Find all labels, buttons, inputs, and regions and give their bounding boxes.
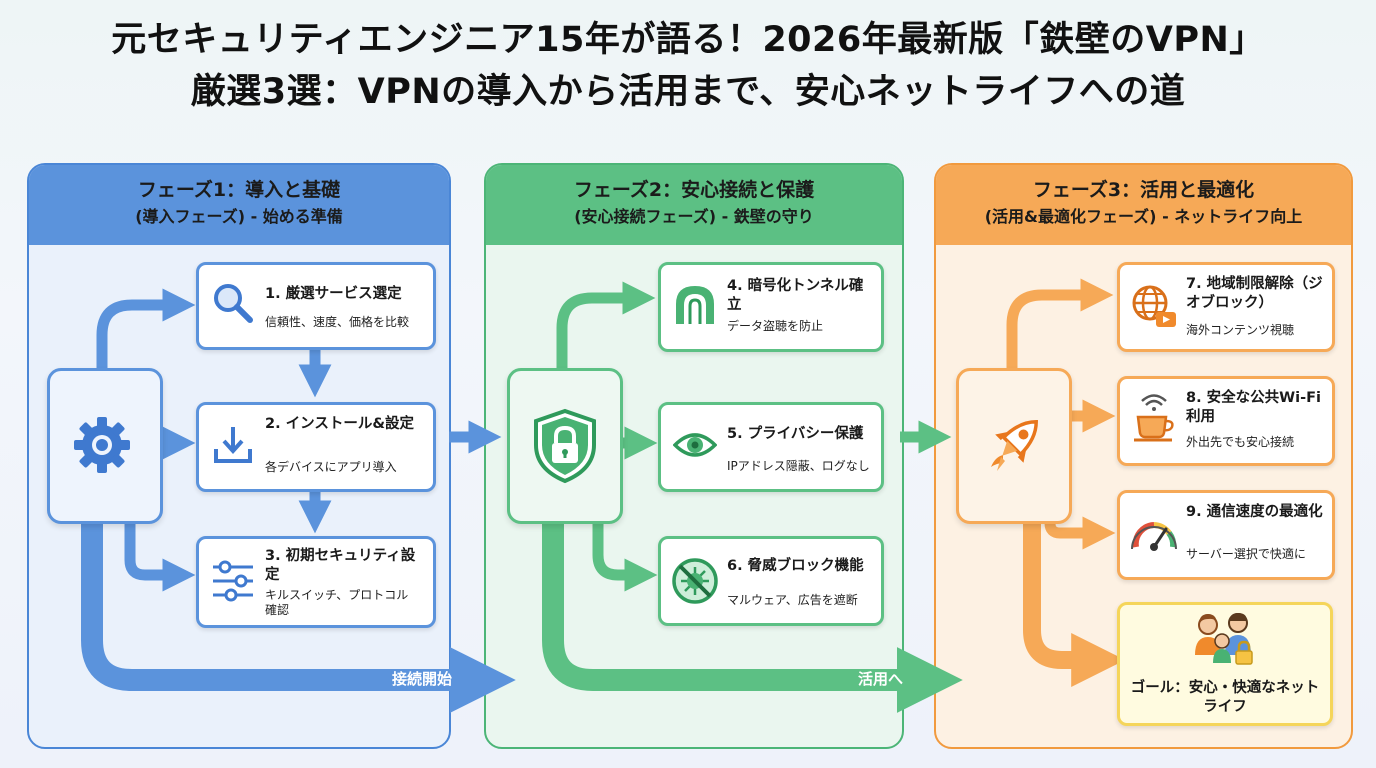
step-6-title: 6. 脅威ブロック機能 bbox=[727, 558, 864, 574]
arrow-hub1-step1 bbox=[96, 288, 196, 370]
step-6-desc: マルウェア、広告を遮断 bbox=[727, 593, 858, 607]
phase-1-header: フェーズ1：導入と基礎 (導入フェーズ) - 始める準備 bbox=[29, 165, 449, 245]
title-line-2: 厳選3選：VPNの導入から活用まで、安心ネットライフへの道 bbox=[190, 72, 1186, 112]
phase-1-subtitle: (導入フェーズ) - 始める準備 bbox=[135, 207, 343, 226]
step-8-desc: 外出先でも安心接続 bbox=[1186, 435, 1295, 449]
step-1-title: 1. 厳選サービス選定 bbox=[265, 286, 402, 302]
step-9-title: 9. 通信速度の最適化 bbox=[1186, 504, 1323, 520]
step-3-title: 3. 初期セキュリティ設定 bbox=[265, 548, 416, 583]
magnifier-icon bbox=[214, 284, 253, 323]
step-4-title: 4. 暗号化トンネル確立 bbox=[727, 278, 864, 313]
phase-2-header: フェーズ2：安心接続と保護 (安心接続フェーズ) - 鉄壁の守り bbox=[486, 165, 902, 245]
step-9-card: 9. 通信速度の最適化 サーバー選択で快適に bbox=[1117, 490, 1335, 580]
phase-2-hub bbox=[507, 368, 623, 524]
tunnel-icon bbox=[676, 286, 714, 324]
shield-lock-icon bbox=[534, 408, 596, 484]
phase-2-title: フェーズ2：安心接続と保護 bbox=[573, 179, 815, 201]
step-2-card: 2. インストール&設定 各デバイスにアプリ導入 bbox=[196, 402, 436, 492]
step-7-card: 7. 地域制限解除（ジオブロック） 海外コンテンツ視聴 bbox=[1117, 262, 1335, 352]
step-6-card: 6. 脅威ブロック機能 マルウェア、広告を遮断 bbox=[658, 536, 884, 626]
step-2-desc: 各デバイスにアプリ導入 bbox=[265, 460, 397, 474]
globe-video-icon bbox=[1132, 285, 1176, 327]
coffee-wifi-icon bbox=[1134, 394, 1174, 442]
step-5-desc: IPアドレス隠蔽、ログなし bbox=[727, 459, 870, 473]
flow-label-phase2: 活用へ bbox=[858, 670, 904, 688]
arrow-hub3-step7 bbox=[1006, 278, 1114, 370]
arrow-hub2-step6 bbox=[592, 518, 658, 592]
eye-icon bbox=[673, 433, 717, 457]
speedometer-icon bbox=[1131, 522, 1177, 551]
step-5-card: 5. プライバシー保護 IPアドレス隠蔽、ログなし bbox=[658, 402, 884, 492]
step-4-desc: データ盗聴を防止 bbox=[727, 319, 824, 333]
step-3-desc: キルスイッチ、プロトコル確認 bbox=[265, 588, 409, 617]
arrow-phase1-main bbox=[81, 520, 516, 713]
step-8-title: 8. 安全な公共Wi-Fi利用 bbox=[1186, 390, 1322, 425]
goal-text: ゴール：安心・快適なネットライフ bbox=[1130, 680, 1320, 715]
step-1-desc: 信頼性、速度、価格を比較 bbox=[265, 315, 410, 329]
step-9-desc: サーバー選択で快適に bbox=[1186, 547, 1306, 561]
step-4-card: 4. 暗号化トンネル確立 データ盗聴を防止 bbox=[658, 262, 884, 352]
flow-label-phase1: 接続開始 bbox=[392, 670, 453, 688]
virus-block-icon bbox=[672, 558, 718, 604]
title-line-1: 元セキュリティエンジニア15年が語る！2026年最新版「鉄壁のVPN」 bbox=[111, 20, 1265, 60]
step-5-title: 5. プライバシー保護 bbox=[727, 426, 864, 442]
phase-1-hub bbox=[47, 368, 163, 524]
phase-2-subtitle: (安心接続フェーズ) - 鉄壁の守り bbox=[574, 207, 814, 226]
rocket-icon bbox=[991, 420, 1038, 471]
step-7-desc: 海外コンテンツ視聴 bbox=[1186, 323, 1295, 337]
step-1-card: 1. 厳選サービス選定 信頼性、速度、価格を比較 bbox=[196, 262, 436, 350]
phase-3-header: フェーズ3：活用と最適化 (活用&最適化フェーズ) - ネットライフ向上 bbox=[936, 165, 1351, 245]
family-icon bbox=[1195, 613, 1253, 665]
phase-3-subtitle: (活用&最適化フェーズ) - ネットライフ向上 bbox=[984, 207, 1303, 226]
phase-3-hub bbox=[956, 368, 1072, 524]
phase-3-title: フェーズ3：活用と最適化 bbox=[1032, 179, 1255, 201]
arrow-hub3-goal bbox=[1023, 520, 1126, 687]
arrow-phase2-main bbox=[542, 520, 963, 713]
sliders-icon bbox=[213, 560, 253, 602]
step-8-card: 8. 安全な公共Wi-Fi利用 外出先でも安心接続 bbox=[1117, 376, 1335, 466]
download-icon bbox=[214, 427, 252, 463]
goal-card: ゴール：安心・快適なネットライフ bbox=[1117, 602, 1333, 726]
gear-icon bbox=[74, 417, 130, 473]
step-2-title: 2. インストール&設定 bbox=[265, 416, 414, 432]
phase-1-title: フェーズ1：導入と基礎 bbox=[137, 179, 341, 201]
arrow-hub2-step4 bbox=[556, 281, 656, 370]
arrow-hub1-step3 bbox=[124, 518, 196, 592]
step-3-card: 3. 初期セキュリティ設定 キルスイッチ、プロトコル確認 bbox=[196, 536, 436, 628]
step-7-title: 7. 地域制限解除（ジオブロック） bbox=[1186, 276, 1323, 311]
page-title: 元セキュリティエンジニア15年が語る！2026年最新版「鉄壁のVPN」 厳選3選… bbox=[0, 14, 1376, 118]
